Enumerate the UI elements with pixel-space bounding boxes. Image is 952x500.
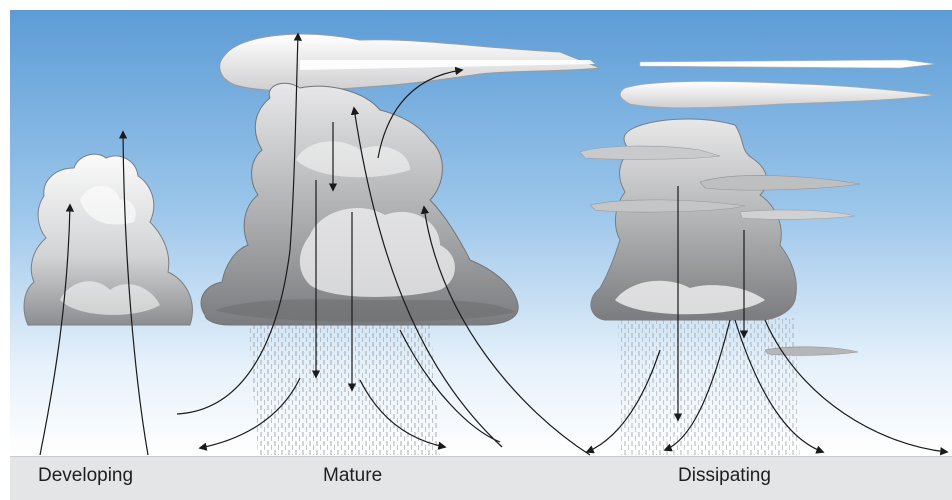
outflow-arrow (585, 349, 661, 454)
mature-cloud (200, 82, 519, 326)
sky-scene (10, 10, 952, 456)
stage-label-developing: Developing (38, 465, 134, 486)
stage-label-mature: Mature (323, 465, 383, 486)
mature-anvil (219, 33, 601, 92)
mature-airflow (176, 32, 591, 456)
updraft-arrow (118, 130, 149, 456)
dissipating-airflow (585, 186, 949, 456)
dissipating-rain-shaft (618, 318, 800, 455)
anvil-outflow-arrow (377, 66, 464, 159)
updraft-arrow (350, 106, 503, 448)
gust-front-arrow (359, 379, 447, 450)
dissipating-cloud (579, 59, 936, 356)
stage-label-dissipating: Dissipating (678, 465, 771, 486)
updraft-arrow (420, 205, 591, 456)
outflow-arrow (663, 319, 731, 452)
outflow-arrow (764, 319, 949, 456)
mature-rain-shaft (248, 318, 440, 455)
updraft-arrow (176, 32, 302, 415)
gust-front-arrow (399, 329, 501, 443)
updraft-arrow (39, 203, 75, 456)
ground-strip (10, 456, 952, 500)
gust-front-arrow (198, 377, 301, 451)
developing-airflow (39, 130, 149, 456)
outflow-arrow (734, 319, 825, 454)
